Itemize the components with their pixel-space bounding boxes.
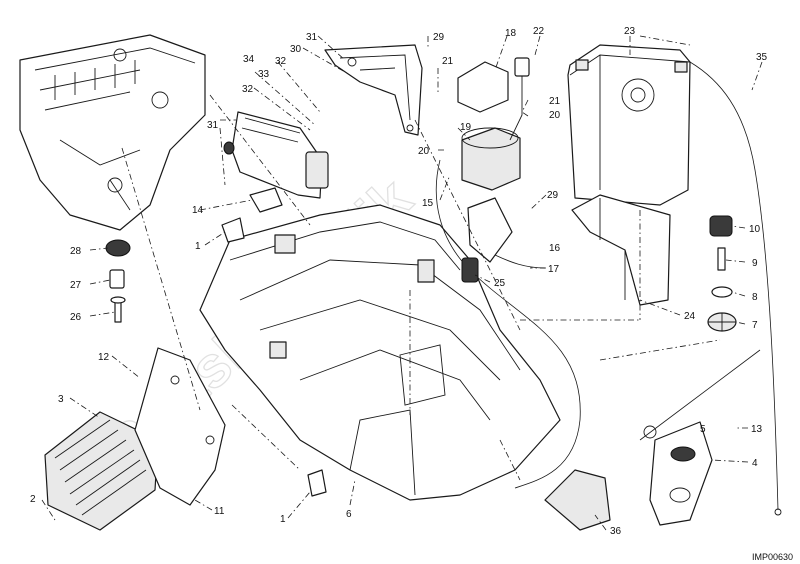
callout-20: 20 bbox=[418, 146, 430, 157]
voltage-regulator bbox=[44, 411, 159, 531]
callout-19: 19 bbox=[460, 122, 472, 133]
callout-14: 14 bbox=[192, 205, 204, 216]
callout-9: 9 bbox=[752, 258, 758, 269]
callout-32: 32 bbox=[242, 84, 254, 95]
callout-34: 34 bbox=[243, 54, 255, 65]
callout-17: 17 bbox=[548, 264, 560, 275]
callout-12: 12 bbox=[98, 352, 110, 363]
callout-15: 15 bbox=[422, 198, 434, 209]
callout-11: 11 bbox=[214, 506, 225, 517]
cover-36 bbox=[544, 469, 611, 531]
callout-21: 21 bbox=[549, 96, 561, 107]
cable-clip-14 bbox=[249, 187, 283, 213]
callout-30: 30 bbox=[290, 44, 302, 55]
callout-10: 10 bbox=[749, 224, 761, 235]
battery-tray bbox=[199, 204, 561, 501]
callout-28: 28 bbox=[70, 246, 82, 257]
gear-7 bbox=[707, 312, 737, 332]
callout-5: 5 bbox=[700, 424, 706, 435]
callout-29: 29 bbox=[547, 190, 559, 201]
sensor-assembly bbox=[639, 349, 761, 526]
wire-harness bbox=[435, 159, 581, 489]
callout-29: 29 bbox=[433, 32, 445, 43]
callout-25: 25 bbox=[494, 278, 506, 289]
rubber-grommet-28 bbox=[105, 239, 131, 257]
callout-31: 31 bbox=[207, 120, 219, 131]
callout-36: 36 bbox=[610, 526, 622, 537]
callout-35: 35 bbox=[756, 52, 768, 63]
callout-2: 2 bbox=[30, 494, 36, 505]
callout-20: 20 bbox=[549, 110, 561, 121]
callout-1: 1 bbox=[280, 514, 286, 525]
callout-16: 16 bbox=[549, 243, 561, 254]
starter-relay bbox=[457, 57, 530, 191]
callout-labels: 31 30 29 18 22 23 35 34 32 33 32 31 21 2… bbox=[30, 26, 768, 537]
callout-26: 26 bbox=[70, 312, 82, 323]
callout-3: 3 bbox=[58, 394, 64, 405]
frame-section bbox=[19, 34, 206, 231]
callout-21: 21 bbox=[442, 56, 454, 67]
clip-1a bbox=[221, 217, 245, 243]
callout-24: 24 bbox=[684, 311, 696, 322]
callout-13: 13 bbox=[751, 424, 763, 435]
callout-23: 23 bbox=[624, 26, 636, 37]
ecu-unit bbox=[223, 111, 329, 199]
rubber-cap-10 bbox=[709, 215, 733, 237]
callout-33: 33 bbox=[258, 69, 270, 80]
holder-25 bbox=[461, 257, 479, 283]
leader-lines bbox=[41, 35, 763, 531]
callout-4: 4 bbox=[752, 458, 758, 469]
clip-1b bbox=[307, 469, 327, 497]
battery-strap bbox=[571, 194, 671, 306]
terminal-17 bbox=[494, 254, 546, 269]
callout-8: 8 bbox=[752, 292, 758, 303]
screw-9 bbox=[717, 247, 726, 271]
callout-18: 18 bbox=[505, 28, 517, 39]
washer-8 bbox=[711, 286, 733, 298]
reference-code: IMP00630 bbox=[752, 552, 793, 562]
relay-bracket-16 bbox=[467, 197, 513, 263]
battery bbox=[567, 44, 691, 206]
callout-31: 31 bbox=[306, 32, 318, 43]
callout-6: 6 bbox=[346, 509, 352, 520]
callout-32: 32 bbox=[275, 56, 287, 67]
callout-1: 1 bbox=[195, 241, 201, 252]
regulator-bracket bbox=[134, 347, 226, 506]
callout-27: 27 bbox=[70, 280, 82, 291]
bracket-30 bbox=[324, 44, 423, 136]
callout-7: 7 bbox=[752, 320, 758, 331]
ground-cable bbox=[689, 61, 779, 511]
screw-26 bbox=[110, 296, 126, 323]
spacer-27 bbox=[109, 269, 125, 289]
callout-22: 22 bbox=[533, 26, 545, 37]
